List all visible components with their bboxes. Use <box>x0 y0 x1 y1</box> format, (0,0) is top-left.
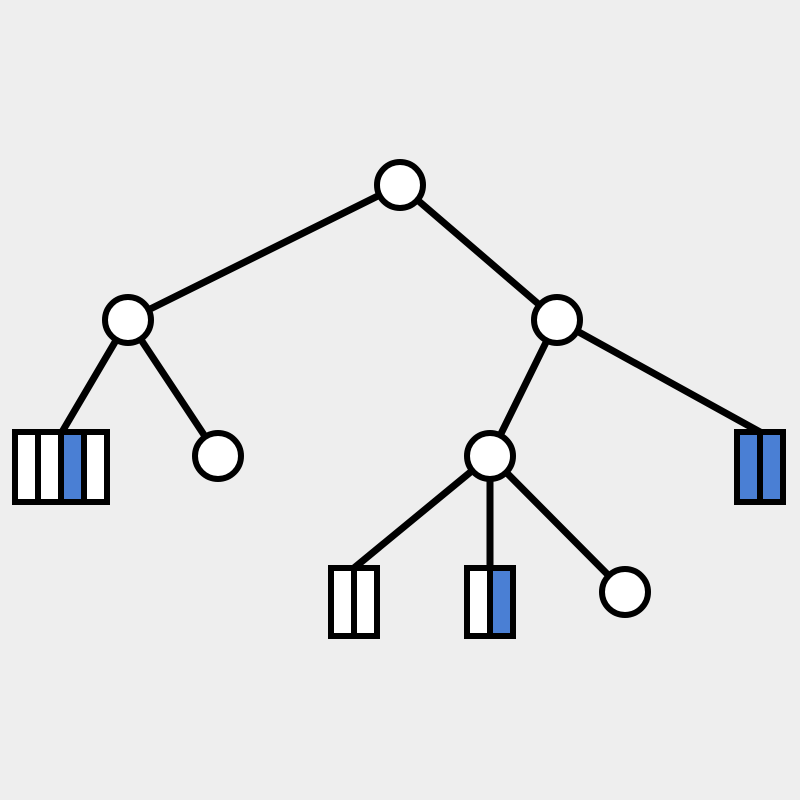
middle-internal-node <box>464 430 516 482</box>
left-child-node <box>192 430 244 482</box>
edge-right-leaf <box>553 316 764 436</box>
leaf-left <box>12 429 110 505</box>
leaf-bottom-a-slot-2 <box>351 565 380 639</box>
leaf-right-slot-1 <box>734 429 763 505</box>
edge-mid-circle <box>486 452 629 596</box>
leaf-left-slot-3 <box>58 429 87 505</box>
leaf-bottom-b-slot-2 <box>487 565 516 639</box>
left-internal-node <box>102 294 154 346</box>
root-node <box>374 159 426 211</box>
leaf-right-slot-2 <box>757 429 786 505</box>
edge-root-right <box>396 181 561 324</box>
tree-nodes <box>102 159 651 618</box>
tree-edges <box>58 181 764 596</box>
leaf-bottom-b <box>464 565 516 639</box>
leaf-bottom-a <box>328 565 380 639</box>
leaf-bottom-b-frame <box>464 565 516 639</box>
leaf-left-slot-4 <box>81 429 110 505</box>
edge-mid-leaf-a <box>350 452 494 572</box>
edge-root-left <box>124 181 404 324</box>
bottom-right-node <box>599 566 651 618</box>
leaf-bottom-b-slot-1 <box>464 565 493 639</box>
leaf-left-slot-1 <box>12 429 41 505</box>
leaf-bottom-a-frame <box>328 565 380 639</box>
tree-leaves <box>12 429 786 639</box>
leaf-right-frame <box>734 429 786 505</box>
leaf-bottom-a-slot-1 <box>328 565 357 639</box>
leaf-left-frame <box>12 429 110 505</box>
edge-left-circle <box>124 316 222 460</box>
right-internal-node <box>531 294 583 346</box>
leaf-right <box>734 429 786 505</box>
leaf-left-slot-2 <box>35 429 64 505</box>
